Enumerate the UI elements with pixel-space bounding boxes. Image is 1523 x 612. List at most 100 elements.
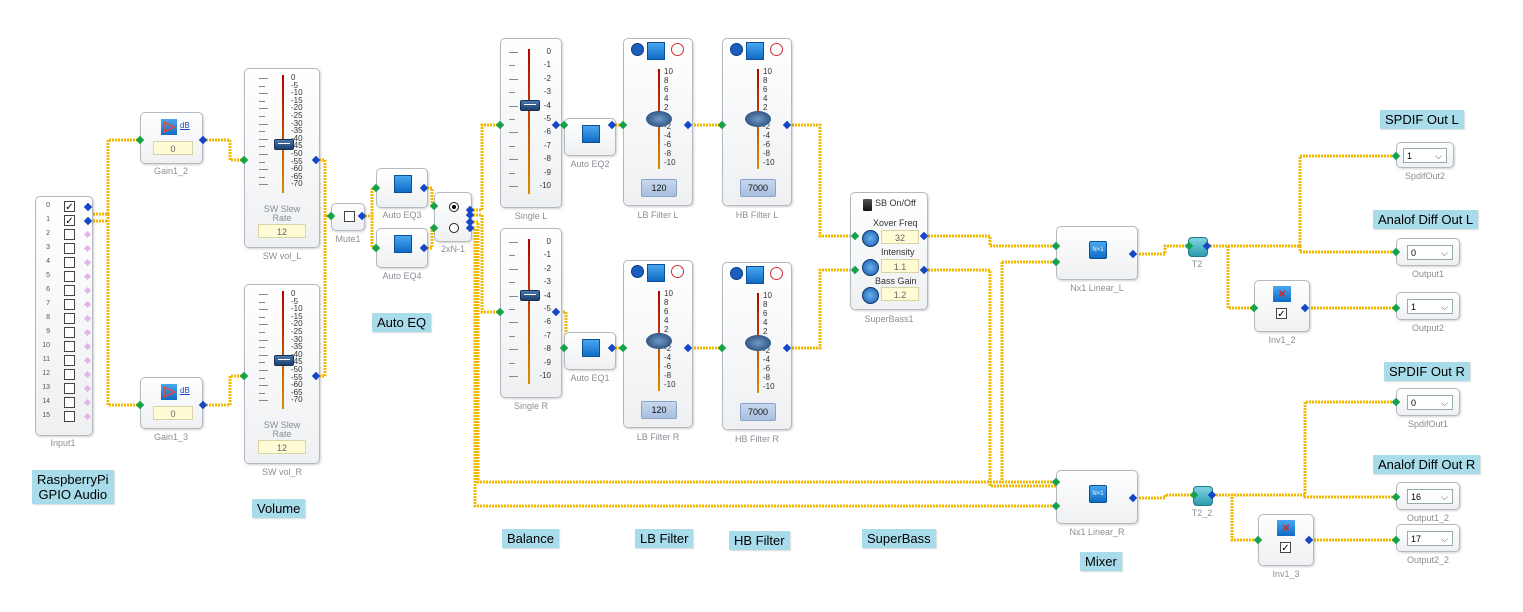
gain1-3-block[interactable]: dB 0 xyxy=(140,377,203,429)
filter-freq-value[interactable]: 120 xyxy=(641,401,677,419)
output1-2-select[interactable]: 16⌵ xyxy=(1407,489,1453,504)
mixer-r-block[interactable]: N×1 xyxy=(1056,470,1138,524)
volume-slider-knob[interactable] xyxy=(274,355,294,366)
sb-bass-value[interactable]: 1.2 xyxy=(881,287,919,301)
superbass-block[interactable]: SB On/Off Xover Freq 32 Intensity 1.1 Ba… xyxy=(850,192,928,310)
channel-output-pin[interactable] xyxy=(83,300,92,309)
channel-output-pin[interactable] xyxy=(83,328,92,337)
sb-intensity-knob-icon[interactable] xyxy=(862,259,879,276)
single-l-block[interactable]: 0-1-2-3-4-5-6-7-8-9-10 xyxy=(500,38,562,208)
sb-xover-value[interactable]: 32 xyxy=(881,230,919,244)
gain1-2-block[interactable]: dB 0 xyxy=(140,112,203,164)
hb-filter-r-caption: HB Filter R xyxy=(734,434,780,444)
sb-bass-knob-icon[interactable] xyxy=(862,287,879,304)
spdif-out2-block[interactable]: 1⌵ xyxy=(1396,142,1454,168)
mute-checkbox[interactable] xyxy=(344,211,355,222)
auto-eq2-block[interactable] xyxy=(564,118,616,156)
channel-output-pin[interactable] xyxy=(83,258,92,267)
channel-checkbox[interactable] xyxy=(64,257,75,268)
channel-checkbox[interactable] xyxy=(64,355,75,366)
channel-output-pin[interactable] xyxy=(83,342,92,351)
channel-checkbox[interactable] xyxy=(64,285,75,296)
channel-checkbox[interactable] xyxy=(64,327,75,338)
output1-select[interactable]: 0⌵ xyxy=(1407,245,1453,260)
channel-checkbox[interactable] xyxy=(64,243,75,254)
channel-checkbox[interactable]: ✓ xyxy=(64,201,75,213)
channel-checkbox[interactable] xyxy=(64,383,75,394)
power-icon[interactable] xyxy=(631,265,644,278)
switch-radio-1[interactable] xyxy=(449,202,459,212)
switch-radio-2[interactable] xyxy=(449,223,459,233)
volume-slider-knob[interactable] xyxy=(274,139,294,150)
gain1-2-value[interactable]: 0 xyxy=(153,141,193,155)
mixer-l-block[interactable]: N×1 xyxy=(1056,226,1138,280)
channel-checkbox[interactable] xyxy=(64,411,75,422)
wave-icon[interactable] xyxy=(671,265,684,278)
power-icon[interactable] xyxy=(730,267,743,280)
sb-onoff-toggle[interactable] xyxy=(863,199,872,211)
auto-eq1-block[interactable] xyxy=(564,332,616,370)
channel-output-pin[interactable] xyxy=(83,202,93,212)
output2-select[interactable]: 1⌵ xyxy=(1407,299,1453,314)
channel-checkbox[interactable] xyxy=(64,369,75,380)
spdif-out2-select[interactable]: 1⌵ xyxy=(1403,148,1447,163)
channel-output-pin[interactable] xyxy=(83,370,92,379)
balance-slider-knob[interactable] xyxy=(520,290,540,301)
spdif-out1-select[interactable]: 0⌵ xyxy=(1407,395,1453,410)
vol-r-block[interactable]: 12 SW Slew Rate 0-5-10-15-20-25-30-35-40… xyxy=(244,284,320,464)
filter-freq-value[interactable]: 7000 xyxy=(740,403,776,421)
filter-gain-knob[interactable] xyxy=(646,111,672,127)
channel-checkbox[interactable]: ✓ xyxy=(64,215,75,227)
filter-gain-knob[interactable] xyxy=(745,335,771,351)
channel-output-pin[interactable] xyxy=(83,356,92,365)
channel-checkbox[interactable] xyxy=(64,271,75,282)
inv1-2-checkbox[interactable]: ✓ xyxy=(1276,308,1287,320)
inv1-3-block[interactable]: × ✓ xyxy=(1258,514,1314,566)
channel-output-pin[interactable] xyxy=(83,314,92,323)
output2-2-block[interactable]: 17⌵ xyxy=(1396,524,1460,552)
channel-checkbox[interactable] xyxy=(64,341,75,352)
filter-freq-value[interactable]: 7000 xyxy=(740,179,776,197)
auto-eq4-block[interactable] xyxy=(376,228,428,268)
channel-checkbox[interactable] xyxy=(64,229,75,240)
channel-checkbox[interactable] xyxy=(64,397,75,408)
inv1-3-checkbox[interactable]: ✓ xyxy=(1280,542,1291,554)
wave-icon[interactable] xyxy=(671,43,684,56)
output2-2-select[interactable]: 17⌵ xyxy=(1407,531,1453,546)
channel-output-pin[interactable] xyxy=(83,286,92,295)
spdif-out1-block[interactable]: 0⌵ xyxy=(1396,388,1460,416)
wave-icon[interactable] xyxy=(770,43,783,56)
channel-output-pin[interactable] xyxy=(83,244,92,253)
wave-icon[interactable] xyxy=(770,267,783,280)
channel-output-pin[interactable] xyxy=(83,398,92,407)
filter-freq-value[interactable]: 120 xyxy=(641,179,677,197)
power-icon[interactable] xyxy=(730,43,743,56)
output2-block[interactable]: 1⌵ xyxy=(1396,292,1460,320)
vol-r-rate[interactable]: 12 xyxy=(258,440,306,454)
gain1-3-value[interactable]: 0 xyxy=(153,406,193,420)
vol-l-rate[interactable]: 12 xyxy=(258,224,306,238)
channel-output-pin[interactable] xyxy=(83,412,92,421)
vol-l-block[interactable]: 12 SW Slew Rate 0-5-10-15-20-25-30-35-40… xyxy=(244,68,320,248)
output1-2-block[interactable]: 16⌵ xyxy=(1396,482,1460,510)
single-r-block[interactable]: 0-1-2-3-4-5-6-7-8-9-10 xyxy=(500,228,562,398)
channel-output-pin[interactable] xyxy=(83,230,92,239)
channel-output-pin[interactable] xyxy=(83,384,92,393)
channel-checkbox[interactable] xyxy=(64,313,75,324)
power-icon[interactable] xyxy=(631,43,644,56)
sb-intensity-value[interactable]: 1.1 xyxy=(881,259,919,273)
channel-output-pin[interactable] xyxy=(83,272,92,281)
sb-xover-knob-icon[interactable] xyxy=(862,230,879,247)
channel-output-pin[interactable] xyxy=(83,216,93,226)
switch-block[interactable] xyxy=(434,192,472,242)
output1-block[interactable]: 0⌵ xyxy=(1396,238,1460,266)
filter-gain-knob[interactable] xyxy=(646,333,672,349)
channel-checkbox[interactable] xyxy=(64,299,75,310)
balance-slider-knob[interactable] xyxy=(520,100,540,111)
filter-gain-knob[interactable] xyxy=(745,111,771,127)
